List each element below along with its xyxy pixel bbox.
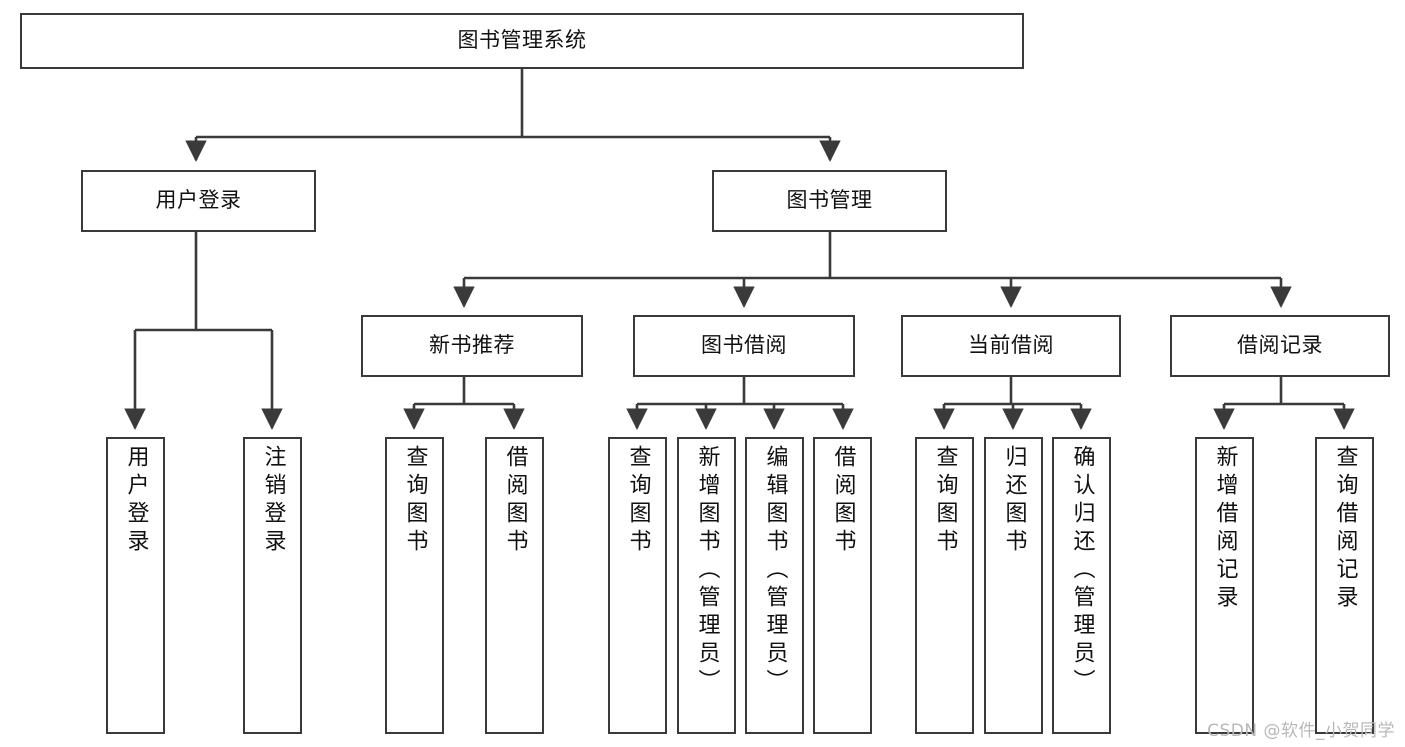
- leaf-new-book-recommend-0[interactable]: 查询图书: [385, 437, 444, 734]
- node-new-book-recommend[interactable]: 新书推荐: [361, 315, 583, 377]
- leaf-book-borrow-2-label: 编辑图书（管理员）: [762, 445, 788, 697]
- node-root-label: 图书管理系统: [457, 28, 587, 53]
- leaf-user-login-1-label: 注销登录: [260, 445, 286, 557]
- node-borrow-record[interactable]: 借阅记录: [1170, 315, 1390, 377]
- node-book-management-label: 图书管理: [786, 188, 873, 213]
- node-book-management[interactable]: 图书管理: [712, 170, 947, 232]
- leaf-book-borrow-3[interactable]: 借阅图书: [813, 437, 872, 734]
- leaf-book-borrow-2[interactable]: 编辑图书（管理员）: [745, 437, 804, 734]
- leaf-current-borrow-1[interactable]: 归还图书: [984, 437, 1043, 734]
- leaf-current-borrow-0-label: 查询图书: [932, 445, 958, 557]
- leaf-new-book-recommend-0-label: 查询图书: [402, 445, 428, 557]
- node-user-login[interactable]: 用户登录: [81, 170, 316, 232]
- node-user-login-label: 用户登录: [155, 188, 242, 213]
- leaf-book-borrow-1[interactable]: 新增图书（管理员）: [677, 437, 736, 734]
- watermark: CSDN @软件_小贺同学: [1207, 721, 1395, 741]
- node-borrow-record-label: 借阅记录: [1237, 333, 1323, 358]
- leaf-current-borrow-0[interactable]: 查询图书: [915, 437, 974, 734]
- leaf-borrow-record-0[interactable]: 新增借阅记录: [1195, 437, 1254, 734]
- leaf-book-borrow-3-label: 借阅图书: [830, 445, 856, 557]
- node-book-borrow[interactable]: 图书借阅: [633, 315, 855, 377]
- leaf-current-borrow-2[interactable]: 确认归还（管理员）: [1052, 437, 1111, 734]
- leaf-borrow-record-1[interactable]: 查询借阅记录: [1315, 437, 1374, 734]
- leaf-book-borrow-0-label: 查询图书: [625, 445, 651, 557]
- node-book-borrow-label: 图书借阅: [701, 333, 787, 358]
- leaf-current-borrow-1-label: 归还图书: [1001, 445, 1027, 557]
- leaf-new-book-recommend-1-label: 借阅图书: [502, 445, 528, 557]
- leaf-borrow-record-1-label: 查询借阅记录: [1332, 445, 1358, 613]
- leaf-book-borrow-0[interactable]: 查询图书: [608, 437, 667, 734]
- node-root[interactable]: 图书管理系统: [20, 13, 1024, 69]
- node-current-borrow[interactable]: 当前借阅: [901, 315, 1121, 377]
- leaf-user-login-0[interactable]: 用户登录: [106, 437, 165, 734]
- node-new-book-recommend-label: 新书推荐: [429, 333, 515, 358]
- node-current-borrow-label: 当前借阅: [968, 333, 1054, 358]
- leaf-user-login-0-label: 用户登录: [123, 445, 149, 557]
- leaf-user-login-1[interactable]: 注销登录: [243, 437, 302, 734]
- leaf-borrow-record-0-label: 新增借阅记录: [1212, 445, 1238, 613]
- leaf-new-book-recommend-1[interactable]: 借阅图书: [485, 437, 544, 734]
- leaf-book-borrow-1-label: 新增图书（管理员）: [694, 445, 720, 697]
- leaf-current-borrow-2-label: 确认归还（管理员）: [1069, 445, 1095, 697]
